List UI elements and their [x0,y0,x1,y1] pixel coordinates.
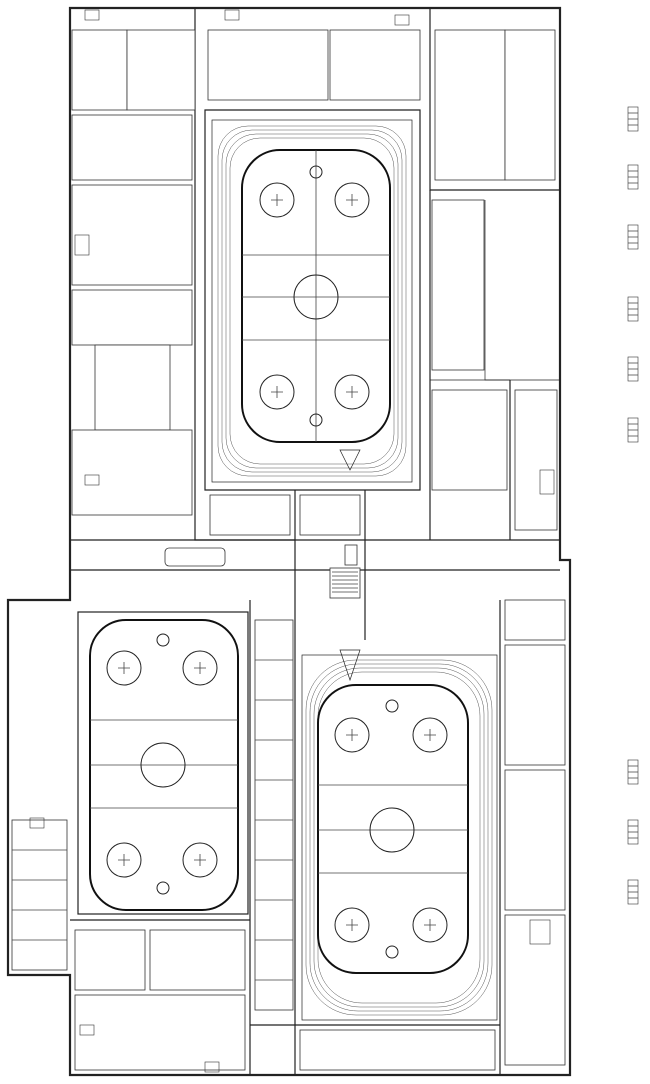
stair-symbol [627,819,639,845]
rink-north-seating [217,125,407,477]
rink-southeast-faceoff-circles [334,717,448,943]
central-lobby [164,544,361,599]
stair-symbol [627,417,639,443]
stair-symbol [627,296,639,322]
rink-north-faceoff-circles [259,182,370,410]
building-outline [6,6,572,1077]
stair-symbol [627,164,639,190]
rink-north [211,119,413,483]
stair-symbol [627,106,639,132]
stair-symbol [627,879,639,905]
stair-symbols-east [627,106,639,905]
rink-southwest-faceoff-circles [106,650,218,878]
north-rooms [71,29,558,536]
rink-southeast-ice [317,684,469,974]
south-rooms [11,599,566,1071]
stair-symbol [627,356,639,382]
rink-southeast [301,649,498,1021]
stair-symbol [627,224,639,250]
rink-southwest [77,611,249,915]
stair-symbol [627,759,639,785]
stair-symbols-interior [29,9,555,1073]
